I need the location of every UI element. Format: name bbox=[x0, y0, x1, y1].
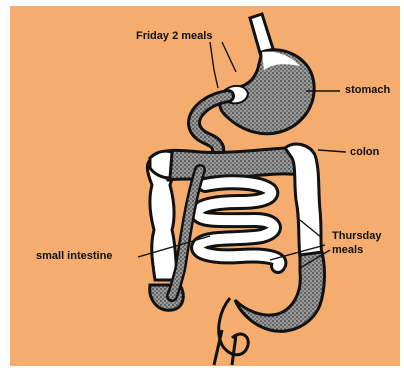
friday-meals-label: Friday 2 meals bbox=[136, 30, 212, 43]
small-intestine-coils bbox=[172, 170, 279, 296]
small-intestine-label: small intestine bbox=[36, 250, 112, 263]
stomach bbox=[220, 50, 314, 134]
stomach-label: stomach bbox=[345, 84, 390, 97]
colon-label: colon bbox=[350, 146, 379, 159]
thursday-meals-label-line2: meals bbox=[332, 244, 363, 257]
thursday-meals-label-line1: Thursday bbox=[332, 230, 382, 243]
